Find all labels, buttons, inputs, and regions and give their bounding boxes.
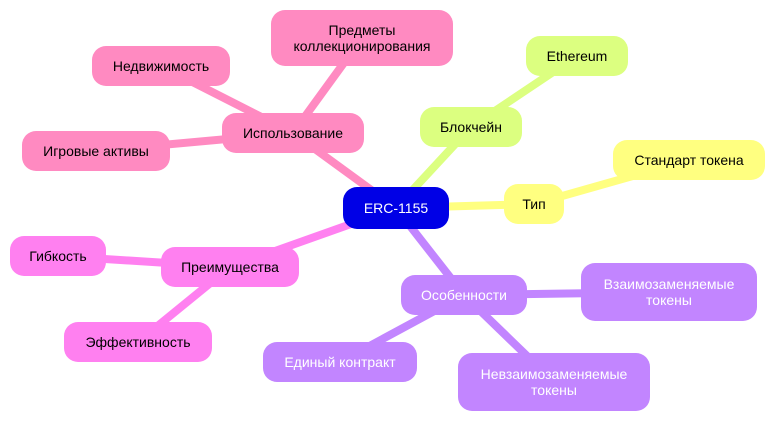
node-token-standard-box: [613, 140, 765, 180]
node-ethereum[interactable]: Ethereum: [526, 36, 628, 76]
node-game-assets-box: [22, 131, 170, 171]
node-root-erc1155-box: [343, 187, 449, 229]
node-flexibility[interactable]: Гибкость: [10, 236, 106, 276]
node-fungible-label: Взаимозаменяемые: [604, 276, 735, 292]
node-non-fungible-label: токены: [531, 382, 577, 398]
node-game-assets-label: Игровые активы: [43, 143, 149, 159]
node-fungible-label: токены: [646, 292, 692, 308]
node-type[interactable]: Тип: [504, 184, 564, 224]
node-advantages[interactable]: Преимущества: [161, 247, 299, 287]
node-non-fungible-label: Невзаимозаменяемые: [481, 366, 628, 382]
node-features-label: Особенности: [421, 287, 507, 303]
node-ethereum-box: [526, 36, 628, 76]
node-collectibles-label: коллекционирования: [294, 38, 431, 54]
node-flexibility-label: Гибкость: [29, 248, 86, 264]
node-efficiency-box: [64, 322, 212, 362]
node-fungible-box: [581, 263, 757, 321]
node-usage-box: [222, 113, 364, 153]
node-type-label: Тип: [522, 196, 545, 212]
node-efficiency-label: Эффективность: [85, 334, 190, 350]
node-type-box: [504, 184, 564, 224]
node-non-fungible-box: [458, 353, 650, 411]
node-blockchain[interactable]: Блокчейн: [420, 107, 522, 147]
node-usage-label: Использование: [243, 125, 343, 141]
node-real-estate-box: [92, 46, 230, 86]
node-token-standard[interactable]: Стандарт токена: [613, 140, 765, 180]
node-single-contract-label: Единый контракт: [284, 354, 396, 370]
node-root-erc1155-label: ERC-1155: [364, 200, 429, 216]
node-root-erc1155[interactable]: ERC-1155: [343, 187, 449, 229]
node-blockchain-label: Блокчейн: [440, 119, 502, 135]
node-single-contract[interactable]: Единый контракт: [263, 342, 417, 382]
mindmap-nodes: Стандарт токена Ethereum Предметыколлекцио…: [10, 10, 765, 411]
node-features-box: [401, 275, 527, 315]
node-advantages-box: [161, 247, 299, 287]
node-collectibles-label: Предметы: [329, 22, 396, 38]
node-game-assets[interactable]: Игровые активы: [22, 131, 170, 171]
node-token-standard-label: Стандарт токена: [634, 152, 743, 168]
node-flexibility-box: [10, 236, 106, 276]
node-real-estate-label: Недвижимость: [113, 58, 209, 74]
node-ethereum-label: Ethereum: [547, 48, 608, 64]
node-collectibles-box: [271, 10, 453, 66]
node-blockchain-box: [420, 107, 522, 147]
node-single-contract-box: [263, 342, 417, 382]
node-usage[interactable]: Использование: [222, 113, 364, 153]
node-efficiency[interactable]: Эффективность: [64, 322, 212, 362]
node-real-estate[interactable]: Недвижимость: [92, 46, 230, 86]
node-features[interactable]: Особенности: [401, 275, 527, 315]
node-advantages-label: Преимущества: [181, 259, 279, 275]
